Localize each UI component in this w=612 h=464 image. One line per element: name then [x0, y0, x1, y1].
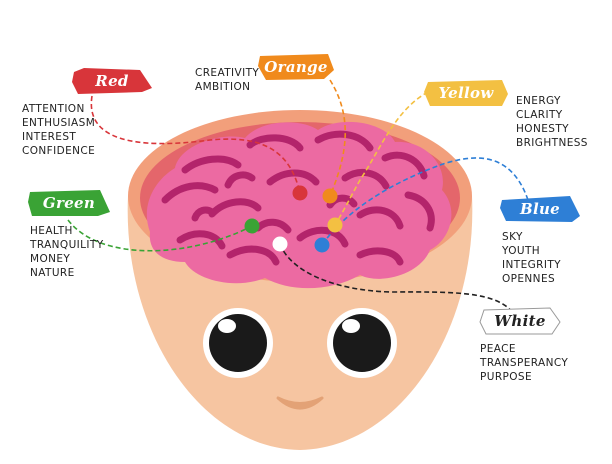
mouth	[276, 396, 324, 410]
tag-orange-shape	[258, 54, 334, 80]
tag-orange: Orange	[258, 54, 334, 80]
list-item: INTEGRITY	[502, 259, 561, 271]
yellow-connector-line	[334, 91, 429, 226]
white-word-list: PEACE TRANSPERANCY PURPOSE	[480, 342, 568, 384]
list-item: OPENNES	[502, 273, 556, 285]
orange-dot	[322, 188, 338, 204]
list-item: ATTENTION	[22, 103, 85, 115]
tag-white: White	[479, 307, 561, 335]
list-item: ENTHUSIASM	[22, 117, 96, 129]
list-item: SKY	[502, 231, 523, 243]
green-word-list: HEALTH TRANQUILITY MONEY NATURE	[30, 224, 104, 280]
list-item: PURPOSE	[480, 371, 533, 383]
yellow-dot	[327, 217, 343, 233]
orange-connector-line	[329, 79, 346, 197]
white-dot	[272, 236, 288, 252]
list-item: ENERGY	[516, 95, 561, 107]
white-connector-line	[279, 243, 516, 317]
tag-red-label: Red	[95, 72, 129, 90]
list-item: CREATIVITY	[195, 67, 260, 79]
red-connector-line	[90, 95, 301, 194]
list-item: NATURE	[30, 267, 75, 279]
green-connector-line	[67, 219, 253, 252]
list-item: CONFIDENCE	[22, 145, 96, 157]
blue-word-list: SKY YOUTH INTEGRITY OPENNES	[502, 230, 561, 286]
red-word-list: ATTENTION ENTHUSIASM INTEREST CONFIDENCE	[22, 102, 95, 158]
tag-white-label: White	[494, 312, 546, 330]
list-item: HONESTY	[516, 123, 569, 135]
red-dot	[292, 185, 308, 201]
blue-dot	[314, 237, 330, 253]
tag-green: Green	[28, 190, 110, 216]
list-item: YOUTH	[502, 245, 541, 257]
list-item: HEALTH	[30, 225, 73, 237]
tag-red-shape	[72, 68, 152, 94]
left-eye	[203, 308, 273, 378]
tag-orange-label: Orange	[264, 58, 328, 76]
tag-green-label: Green	[42, 194, 96, 212]
list-item: MONEY	[30, 253, 71, 265]
yellow-word-list: ENERGY CLARITY HONESTY BRIGHTNESS	[516, 94, 588, 150]
list-item: BRIGHTNESS	[516, 137, 588, 149]
tag-white-shape	[479, 307, 561, 335]
blue-connector-line	[321, 157, 529, 246]
tag-yellow: Yellow	[424, 80, 508, 106]
green-dot	[244, 218, 260, 234]
brain	[146, 121, 452, 289]
list-item: TRANSPERANCY	[480, 357, 569, 369]
list-item: PEACE	[480, 343, 516, 355]
tag-green-shape	[28, 190, 110, 216]
tag-yellow-shape	[424, 80, 508, 106]
tag-blue: Blue	[500, 196, 580, 222]
list-item: TRANQUILITY	[30, 239, 104, 251]
tag-blue-shape	[500, 196, 580, 222]
tag-red: Red	[72, 68, 152, 94]
right-eye	[327, 308, 397, 378]
list-item: CLARITY	[516, 109, 563, 121]
tag-yellow-label: Yellow	[438, 84, 494, 102]
list-item: AMBITION	[195, 81, 251, 93]
orange-word-list: CREATIVITY AMBITION	[195, 66, 259, 94]
list-item: INTEREST	[22, 131, 77, 143]
tag-blue-label: Blue	[519, 200, 561, 218]
